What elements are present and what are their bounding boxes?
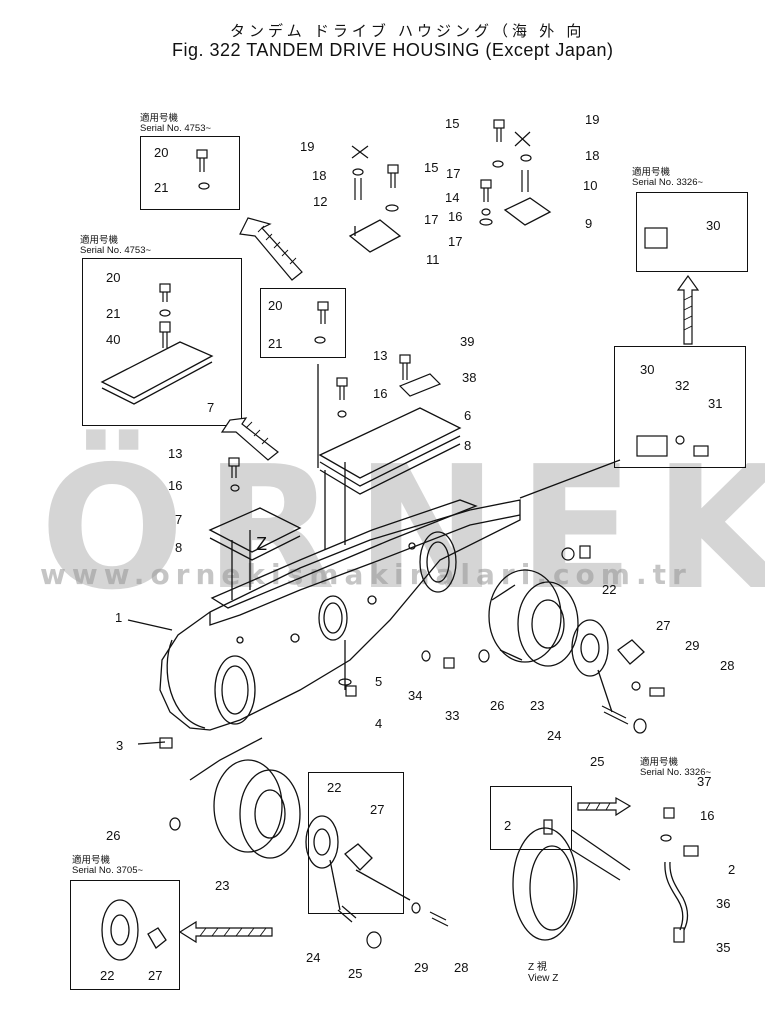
serial-box-b: [82, 258, 242, 426]
serial-box-a: [140, 136, 240, 210]
callout-17-a: 17: [446, 166, 461, 181]
callout-32: 32: [675, 378, 690, 393]
callout-19: 19: [300, 139, 315, 154]
callout-14: 14: [445, 190, 460, 205]
callout-17-c: 17: [448, 234, 463, 249]
callout-24-right: 24: [547, 728, 562, 743]
detail-box-upper: [260, 288, 346, 358]
callout-13: 13: [168, 446, 183, 461]
watermark-brand: ÖRNEK: [40, 430, 765, 628]
callout-18-right: 18: [585, 148, 600, 163]
callout-27-lower: 27: [370, 802, 385, 817]
callout-30: 30: [640, 362, 655, 377]
fasteners: [159, 119, 709, 949]
callout-7-box: 7: [207, 400, 215, 415]
callout-22-lower: 22: [327, 780, 342, 795]
housing-outline: [159, 499, 521, 731]
callout-6: 6: [464, 408, 472, 423]
callout-29-right: 29: [685, 638, 700, 653]
callout-16: 16: [168, 478, 183, 493]
callout-18: 18: [312, 168, 327, 183]
callout-8-top: 8: [464, 438, 472, 453]
callout-27-right: 27: [656, 618, 671, 633]
callout-16-top: 16: [373, 386, 388, 401]
serial-box-c: [636, 192, 748, 272]
callout-8: 8: [175, 540, 183, 555]
callout-17-b: 17: [424, 212, 439, 227]
callout-30-box: 30: [706, 218, 721, 233]
callout-33: 33: [445, 708, 460, 723]
view-z-inset-box: [490, 786, 572, 850]
detail-box-lower: [308, 772, 404, 914]
callout-36: 36: [716, 896, 731, 911]
callout-23-right: 23: [530, 698, 545, 713]
callout-20-c: 20: [268, 298, 283, 313]
callout-38: 38: [462, 370, 477, 385]
callout-29-lower: 29: [414, 960, 429, 975]
callout-4: 4: [375, 716, 383, 731]
callout-26-right: 26: [490, 698, 505, 713]
callout-12: 12: [313, 194, 328, 209]
callout-26-lower: 26: [106, 828, 121, 843]
callout-25-right: 25: [590, 754, 605, 769]
callout-10: 10: [583, 178, 598, 193]
callout-15: 15: [424, 160, 439, 175]
callout-16-right: 16: [448, 209, 463, 224]
hatch-strokes: [199, 225, 693, 937]
callout-16-pipe: 16: [700, 808, 715, 823]
callout-22-right: 22: [602, 582, 617, 597]
view-z-marker: Z: [256, 534, 267, 554]
callout-37: 37: [697, 774, 712, 789]
callout-20-b: 20: [106, 270, 121, 285]
callout-19-right: 19: [585, 112, 600, 127]
title-english: Fig. 322 TANDEM DRIVE HOUSING (Except Ja…: [172, 40, 614, 60]
callout-35: 35: [716, 940, 731, 955]
callout-28-lower: 28: [454, 960, 469, 975]
callout-28-right: 28: [720, 658, 735, 673]
callout-25-lower: 25: [348, 966, 363, 981]
callout-7: 7: [175, 512, 183, 527]
hatched-arrows: [178, 217, 700, 944]
callout-3: 3: [116, 738, 124, 753]
callout-2-right: 2: [728, 862, 736, 877]
callout-31: 31: [708, 396, 723, 411]
callout-2-view: 2: [504, 818, 512, 833]
callout-39: 39: [460, 334, 475, 349]
title-japanese: タンデム ドライブ ハウジング（海 外 向: [230, 23, 586, 40]
callout-21-a: 21: [154, 180, 169, 195]
callout-20-a: 20: [154, 145, 169, 160]
serial-box-e: [70, 880, 180, 990]
callout-1: 1: [115, 610, 123, 625]
callout-9: 9: [585, 216, 593, 231]
callout-13-top: 13: [373, 348, 388, 363]
callout-27-box: 27: [148, 968, 163, 983]
callout-22-box: 22: [100, 968, 115, 983]
callout-24-lower: 24: [306, 950, 321, 965]
callout-40: 40: [106, 332, 121, 347]
callout-5: 5: [375, 674, 383, 689]
watermark-url: www.ornekismakinalari.com.tr: [40, 558, 692, 591]
callout-23-lower: 23: [215, 878, 230, 893]
callout-34: 34: [408, 688, 423, 703]
callout-21-c: 21: [268, 336, 283, 351]
callout-21-b: 21: [106, 306, 121, 321]
callout-11: 11: [426, 252, 440, 267]
callout-15-top: 15: [445, 116, 460, 131]
detail-box-right: [614, 346, 746, 468]
